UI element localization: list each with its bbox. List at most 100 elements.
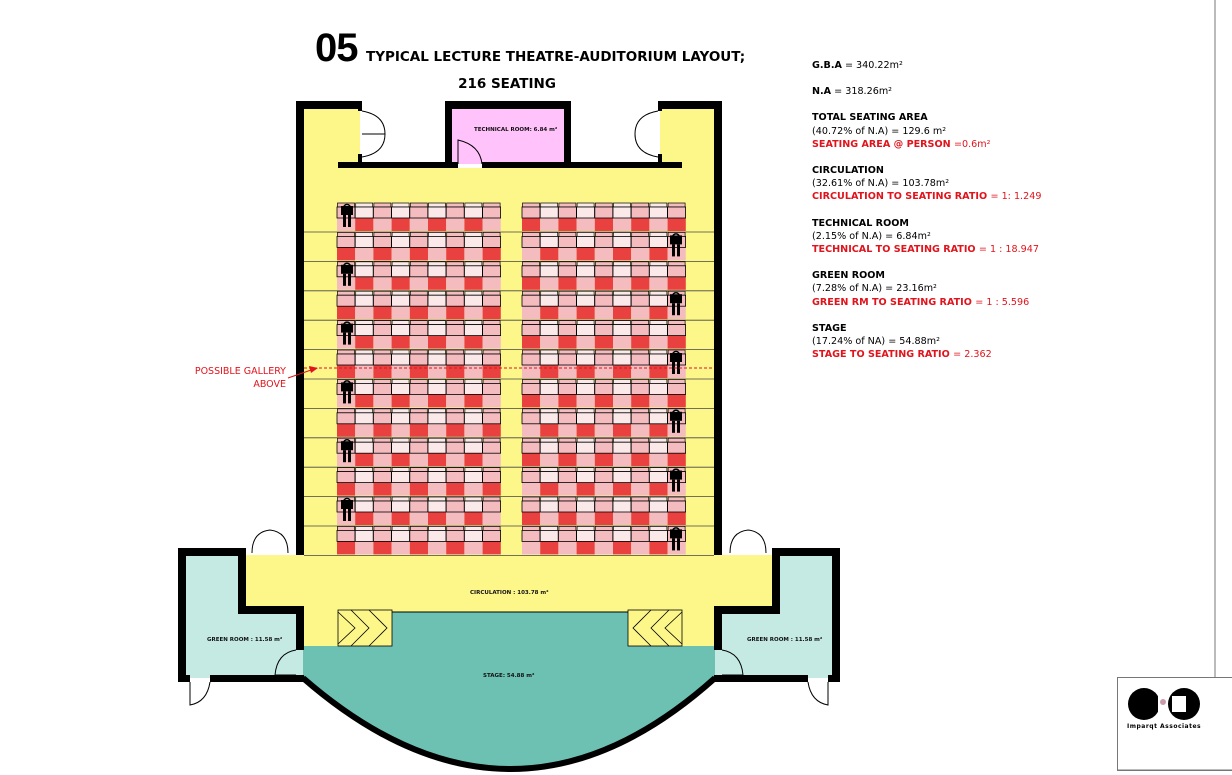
seat-back (428, 526, 446, 531)
seat-floor (482, 365, 501, 378)
seat-floor (373, 365, 392, 378)
seat (521, 441, 541, 454)
seat-back (558, 202, 577, 208)
seat (576, 471, 595, 484)
seat-floor (649, 512, 668, 525)
person-icon (341, 321, 353, 345)
seat-floor (613, 423, 632, 437)
seat-back (446, 496, 465, 502)
seat (391, 530, 411, 542)
stage-area (303, 605, 715, 769)
seat-floor (464, 218, 483, 231)
seat-floor (649, 482, 668, 496)
seat (612, 324, 632, 337)
seat-floor (446, 218, 465, 231)
seat (539, 353, 559, 366)
gallery-arrow (287, 368, 315, 379)
seat-floor (464, 247, 483, 261)
seat-back (482, 232, 501, 237)
seat (576, 265, 595, 278)
seat-floor (428, 247, 447, 261)
seat-back (391, 232, 410, 237)
seat (427, 500, 447, 513)
seat-back (540, 261, 559, 267)
seat-floor (355, 218, 374, 231)
seat-floor (446, 482, 465, 496)
seat (630, 324, 650, 337)
seat-back (373, 349, 392, 355)
seat-back (667, 261, 686, 267)
seat-back (613, 496, 631, 502)
seat-floor (631, 306, 650, 320)
seat-back (446, 526, 465, 531)
seat-back (446, 379, 465, 384)
seat (409, 441, 429, 454)
seat-back (355, 349, 374, 355)
seat-back (373, 261, 392, 267)
seat-floor (337, 512, 356, 525)
seat-floor (337, 335, 356, 349)
seat (409, 382, 429, 395)
seat-back (464, 290, 483, 296)
seat-back (337, 349, 355, 355)
seat (594, 265, 614, 278)
seat-floor (464, 541, 483, 555)
seat-floor (631, 276, 650, 290)
seat (482, 441, 502, 454)
seat-floor (482, 453, 501, 467)
seat-floor (337, 218, 356, 231)
seat-back (631, 526, 650, 531)
seat-floor (409, 482, 428, 496)
seat (354, 530, 374, 542)
seat-back (649, 320, 668, 325)
logo-box (1117, 677, 1232, 771)
seat-back (522, 379, 540, 384)
seat-floor (613, 512, 632, 525)
seat (558, 265, 577, 278)
seat-floor (576, 276, 595, 290)
technical-room (452, 109, 564, 164)
seat (354, 294, 374, 307)
seat (372, 353, 392, 366)
seat-floor (337, 482, 356, 496)
seat-floor (576, 453, 595, 467)
seat-floor (576, 482, 595, 496)
walls (178, 101, 840, 682)
seat-floor (594, 247, 613, 261)
seat (463, 382, 483, 395)
seat (539, 324, 559, 337)
seat (594, 294, 614, 307)
seat-floor (355, 365, 374, 378)
seat-floor (631, 482, 650, 496)
seat (539, 235, 559, 248)
seat-floor (446, 512, 465, 525)
seat-back (540, 290, 559, 296)
seat (463, 471, 483, 484)
stat-group: GREEN ROOM (7.28% of N.A) = 23.16m² GREE… (812, 269, 1041, 309)
seat-floor (464, 394, 483, 408)
seat-floor (594, 512, 613, 525)
seat-back (558, 379, 577, 384)
seat-floor (522, 335, 541, 349)
seat-floor (540, 247, 559, 261)
seat-back (337, 526, 355, 531)
seat-back (522, 320, 540, 325)
seat-back (667, 437, 686, 443)
seat (594, 530, 614, 542)
seat-floor (667, 306, 686, 320)
seat (649, 294, 668, 307)
person-icon (341, 380, 353, 404)
seat (445, 471, 465, 484)
seat (427, 265, 447, 278)
seat-floor (558, 423, 577, 437)
seat-back (522, 467, 540, 472)
seat-floor (631, 365, 650, 378)
na-value: = 318.26m² (831, 86, 893, 98)
seat-back (391, 496, 410, 502)
na-label: N.A (812, 86, 832, 98)
seat-floor (482, 541, 501, 555)
seat-floor (649, 453, 668, 467)
seat-floor (464, 512, 483, 525)
seat (336, 294, 356, 307)
seat (372, 382, 392, 395)
